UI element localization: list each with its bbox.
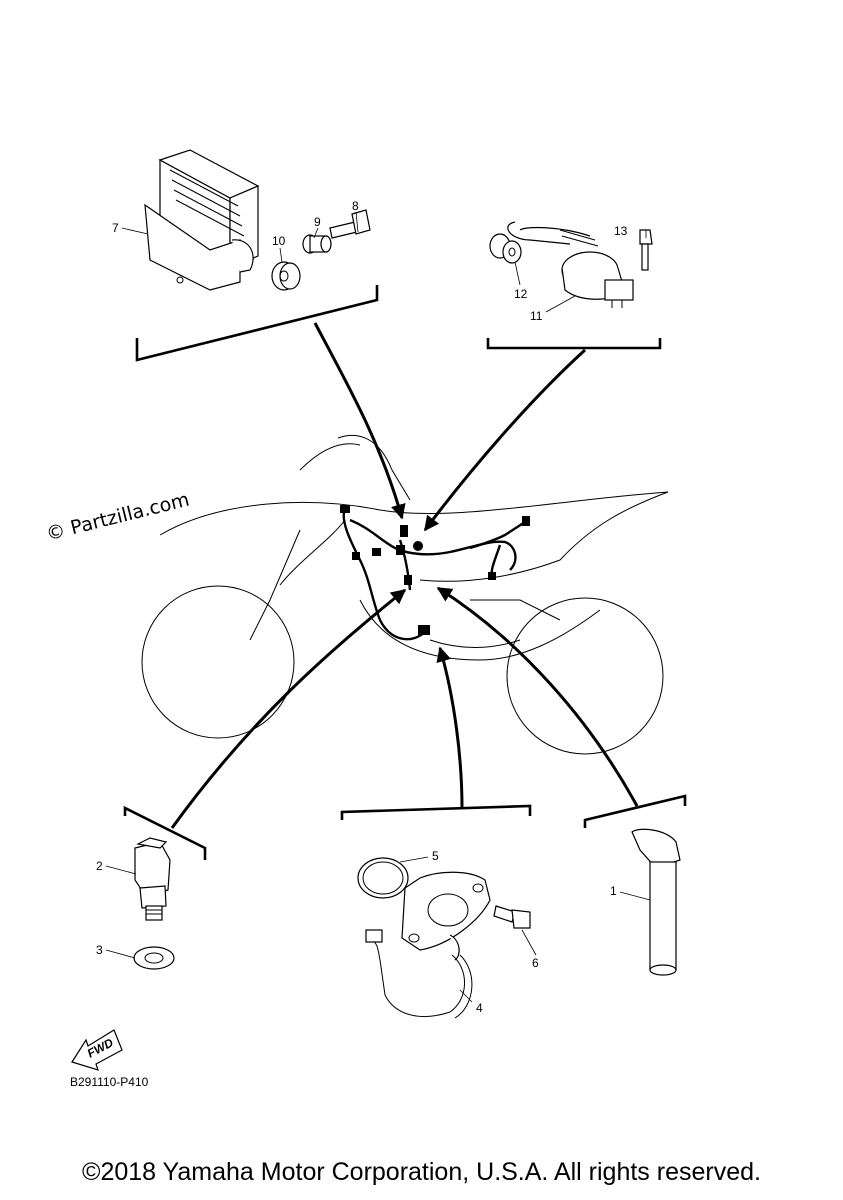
ecu-unit <box>144 149 260 291</box>
damper <box>489 233 522 264</box>
bracket-ecu-group <box>135 285 379 362</box>
callout-11: 11 <box>530 309 543 323</box>
callout-7: 7 <box>112 221 119 235</box>
washer <box>133 946 175 970</box>
pointer-plug-cap <box>436 586 639 807</box>
bracket-plug-cap-group <box>583 794 687 828</box>
bracket-temp-sensor-group <box>123 805 207 860</box>
sensor-assembly <box>365 871 491 1019</box>
callout-9: 9 <box>314 215 321 229</box>
wire-harness <box>340 505 530 641</box>
motorcycle-outline <box>141 434 669 755</box>
pointer-ecu <box>313 322 406 520</box>
callout-12: 12 <box>514 287 528 301</box>
bracket-coil-group <box>486 338 662 350</box>
grommet <box>271 261 301 291</box>
fwd-arrow-icon: FWD <box>71 1029 123 1071</box>
ignition-coil <box>507 221 634 308</box>
bracket-sensor-group <box>340 804 532 820</box>
temperature-sensor <box>134 837 171 921</box>
bolt-8 <box>329 209 371 239</box>
callout-6: 6 <box>532 956 539 970</box>
bolt-6 <box>493 905 531 929</box>
callout-13: 13 <box>614 224 628 238</box>
collar <box>302 234 332 254</box>
pointer-temp-sensor <box>170 588 407 829</box>
pointer-coil <box>423 348 587 532</box>
callout-leaders <box>105 211 651 1003</box>
callout-2: 2 <box>96 859 103 873</box>
callout-10: 10 <box>272 234 286 248</box>
callout-4: 4 <box>476 1001 483 1015</box>
callout-1: 1 <box>610 884 617 898</box>
spark-plug-cap <box>631 828 681 976</box>
callout-5: 5 <box>432 849 439 863</box>
diagram-code: B291110-P410 <box>70 1075 149 1089</box>
callout-8: 8 <box>352 199 359 213</box>
callout-3: 3 <box>96 943 103 957</box>
o-ring <box>357 857 409 899</box>
pointer-sensor <box>436 646 464 809</box>
copyright-notice: ©2018 Yamaha Motor Corporation, U.S.A. A… <box>82 1158 761 1186</box>
